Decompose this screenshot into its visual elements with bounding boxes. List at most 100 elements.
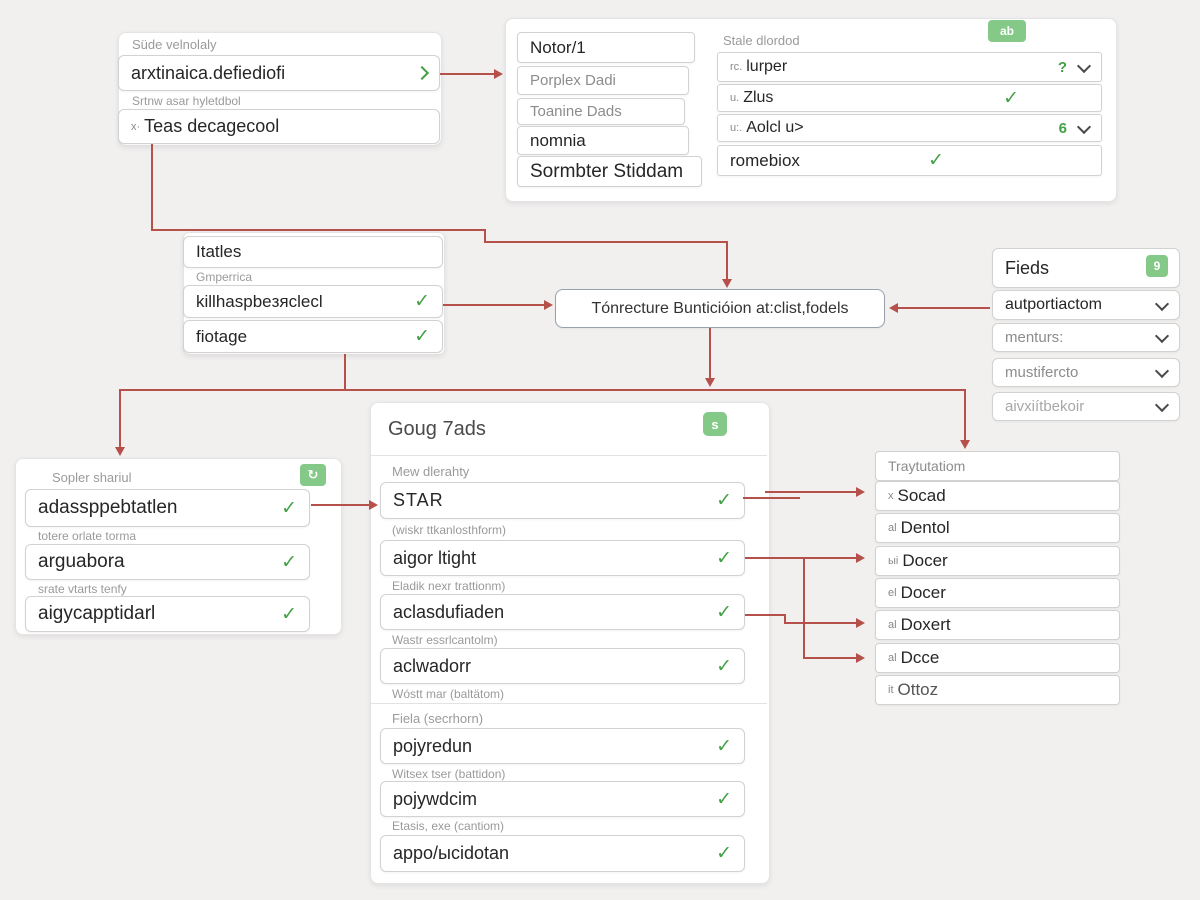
group-field[interactable]: pojywdcim ✓ [380, 781, 745, 817]
group-field-label: Mew dlerahty [392, 464, 470, 479]
group-field[interactable]: aclwadorr ✓ [380, 648, 745, 684]
translations-header: Traytutatiom [875, 451, 1120, 481]
supplier-field[interactable]: aigycapptidarl ✓ [25, 596, 310, 632]
translation-item[interactable]: al Dentol [875, 513, 1120, 543]
check-icon: ✓ [281, 603, 297, 625]
type-list-item[interactable]: Sormbter Stiddam [517, 156, 702, 187]
arrowhead [115, 447, 125, 456]
type-card-badge: ab [988, 20, 1026, 42]
check-icon: ✓ [716, 788, 732, 810]
check-icon: ✓ [1003, 87, 1019, 109]
check-icon: ✓ [716, 655, 732, 677]
fields-dropdown[interactable]: aivxiítbekoir [992, 392, 1180, 421]
group-field-label: Witsex tser (battidon) [392, 767, 506, 781]
connector-line [803, 557, 805, 658]
arrowhead [705, 378, 715, 387]
check-icon: ✓ [716, 490, 732, 511]
connector-line [484, 241, 728, 243]
group-field-label: (wiskr ttkanlosthform) [392, 523, 507, 537]
check-icon: ✓ [716, 547, 732, 569]
arrowhead [856, 618, 865, 628]
arrowhead [889, 303, 898, 313]
chevron-right-icon [414, 65, 430, 81]
connector-line [743, 497, 800, 499]
connector-line [784, 614, 786, 624]
arrowhead [494, 69, 503, 79]
center-node-text: Tónrecture Bunticióion at:clist,fodels [591, 299, 849, 317]
chevron-down-icon [1154, 296, 1170, 311]
group-badge: s [703, 412, 727, 436]
connector-line [311, 504, 369, 506]
option-row[interactable]: u:. Aolcl u> 6 [717, 114, 1102, 142]
translation-item[interactable]: it Ottoz [875, 675, 1120, 705]
supplier-field[interactable]: adassppebtatlen ✓ [25, 489, 310, 527]
arrowhead [544, 300, 553, 310]
source-secondary-field[interactable]: x· Teas decagecool [118, 109, 440, 144]
supplier-sublabel: totere orlate torma [38, 529, 137, 543]
source-main-field[interactable]: arxtinaica.defiediofi [118, 55, 440, 91]
supplier-label: Sopler shariul [52, 470, 132, 485]
translation-item[interactable]: x Socad [875, 481, 1120, 511]
connector-line [151, 144, 153, 230]
translation-item[interactable]: el Docer [875, 578, 1120, 608]
group-field[interactable]: aclasdufiaden ✓ [380, 594, 745, 630]
titles-label: Gmperrica [196, 270, 253, 284]
connector-line [784, 622, 856, 624]
options-label: Stale dlordod [723, 33, 800, 48]
supplier-badge: ↻ [300, 464, 326, 486]
center-node[interactable]: Tónrecture Bunticióion at:clist,fodels [555, 289, 885, 328]
group-field-label: Wóstt mar (baltätom) [392, 687, 505, 701]
type-list-item[interactable]: Notor/1 [517, 32, 695, 63]
group-field[interactable]: STAR ✓ [380, 482, 745, 519]
group-field-label: Eladik nexr trattionm) [392, 579, 506, 593]
chevron-down-icon [1076, 119, 1092, 134]
check-icon: ✓ [716, 735, 732, 757]
connector-line [765, 491, 856, 493]
supplier-field[interactable]: arguabora ✓ [25, 544, 310, 580]
connector-line [964, 389, 966, 440]
connector-line [745, 557, 856, 559]
option-row[interactable]: rc. lurper ? [717, 52, 1102, 82]
group-field-label: Wastr essrlcantolm) [392, 633, 498, 647]
connector-line [440, 73, 494, 75]
fields-dropdown[interactable]: menturs: [992, 323, 1180, 352]
option-row[interactable]: romebiox ✓ [717, 145, 1102, 176]
type-list-item[interactable]: nomnia [517, 126, 689, 155]
check-icon: ✓ [414, 291, 430, 312]
fields-dropdown[interactable]: autportiactom [992, 290, 1180, 320]
titles-field[interactable]: killhaspbeзяclecl ✓ [183, 285, 443, 318]
connector-line [119, 389, 121, 447]
fields-badge: 9 [1146, 255, 1168, 277]
option-row[interactable]: u. Zlus ✓ [717, 84, 1102, 112]
group-field[interactable]: appo/ыcidotan ✓ [380, 835, 745, 872]
connector-line [898, 307, 990, 309]
translation-item[interactable]: al Dcce [875, 643, 1120, 673]
chevron-down-icon [1154, 328, 1170, 344]
field-prefix: x· [131, 120, 141, 133]
source-secondary-value: Teas decagecool [144, 116, 280, 136]
titles-field[interactable]: fiotage ✓ [183, 320, 443, 353]
chevron-down-icon [1154, 363, 1170, 379]
group-section-label: Fiela (secrhorn) [392, 711, 484, 726]
translation-item[interactable]: al Doxert [875, 610, 1120, 640]
arrowhead [856, 487, 865, 497]
connector-line [344, 354, 346, 390]
arrowhead [856, 553, 865, 563]
source-mid-label: Srtnw asar hyletdbol [132, 94, 241, 108]
source-main-value: arxtinaica.defiediofi [131, 62, 286, 83]
type-list-item[interactable]: Porplex Dadi [517, 66, 689, 95]
connector-line [709, 328, 711, 378]
titles-field[interactable]: Itatles [183, 236, 443, 268]
connector-line [151, 229, 486, 231]
group-field[interactable]: aigor ltight ✓ [380, 540, 745, 576]
type-list-item[interactable]: Toanine Dads [517, 98, 685, 125]
check-icon: ✓ [716, 843, 732, 864]
connector-line [484, 229, 486, 243]
fields-dropdown[interactable]: mustifercto [992, 358, 1180, 387]
group-field[interactable]: pojyredun ✓ [380, 728, 745, 764]
supplier-sublabel: srate vtarts tenfy [38, 582, 127, 596]
translation-item[interactable]: ыi Docer [875, 546, 1120, 576]
check-icon: ✓ [281, 551, 297, 573]
connector-line [443, 304, 544, 306]
arrowhead [960, 440, 970, 449]
